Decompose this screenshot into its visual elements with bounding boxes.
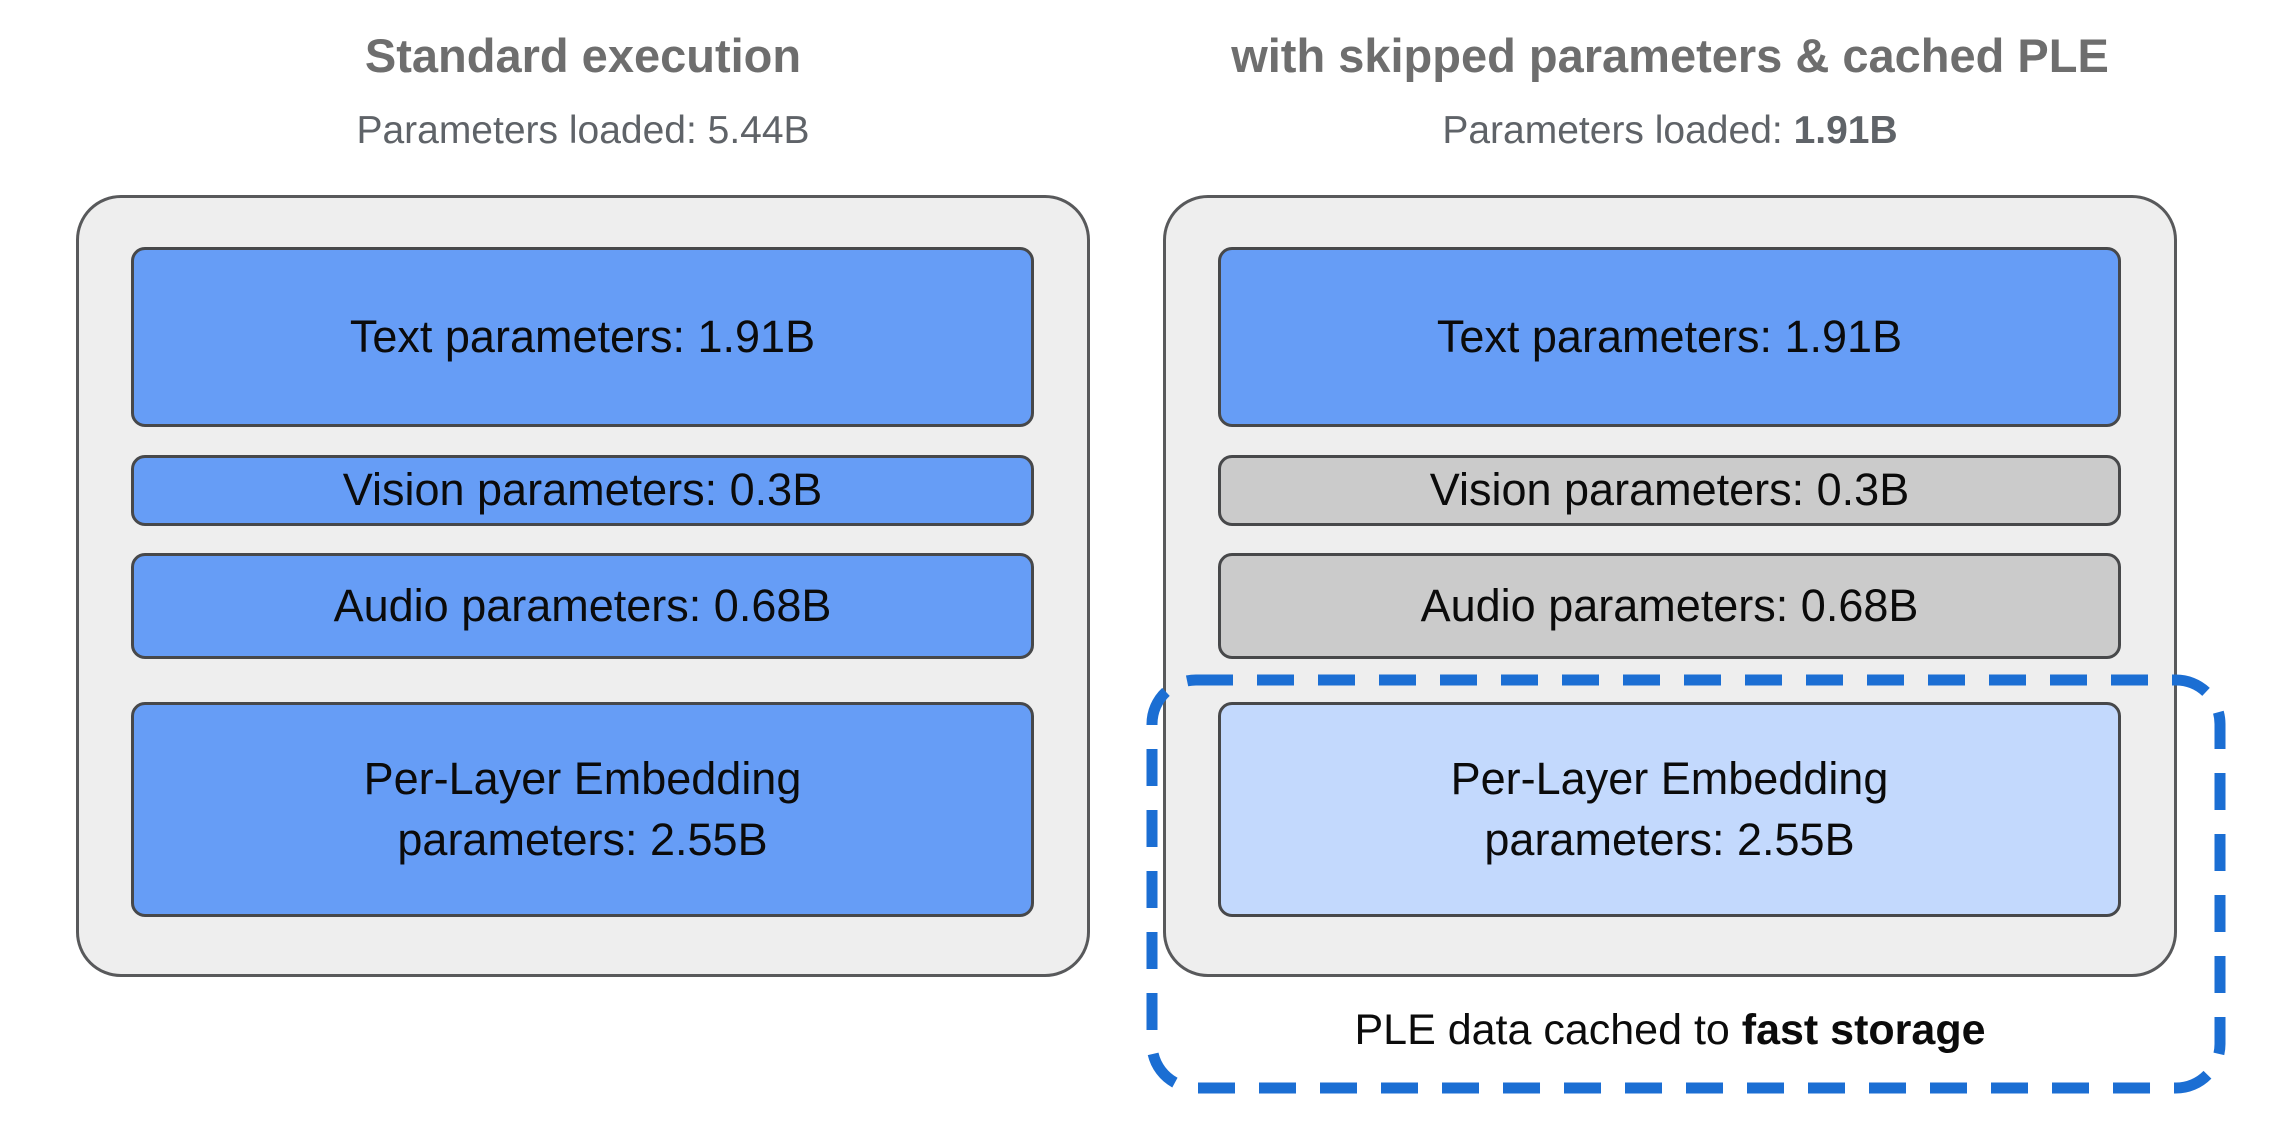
box-label: Audio parameters: 0.68B bbox=[1420, 579, 1919, 631]
box-label: Vision parameters: 0.3B bbox=[1429, 464, 1910, 516]
box-ple-params-standard: Per-Layer Embedding parameters: 2.55B bbox=[131, 702, 1034, 917]
box-vision-params-skipped: Vision parameters: 0.3B bbox=[1218, 455, 2121, 526]
box-label: Audio parameters: 0.68B bbox=[333, 579, 832, 631]
box-label: Text parameters: 1.91B bbox=[1436, 310, 1903, 362]
params-loaded-label: Parameters loaded: bbox=[1442, 109, 1794, 152]
params-loaded-value: 1.91B bbox=[1793, 109, 1898, 152]
ple-cache-caption-bold: fast storage bbox=[1741, 1006, 1986, 1054]
box-label: Per-Layer Embedding parameters: 2.55B bbox=[363, 752, 802, 865]
params-loaded-value: 5.44B bbox=[707, 109, 810, 152]
box-text-params-standard: Text parameters: 1.91B bbox=[131, 247, 1034, 427]
box-label: Per-Layer Embedding parameters: 2.55B bbox=[1450, 752, 1889, 865]
box-label: Vision parameters: 0.3B bbox=[342, 464, 823, 516]
box-vision-params-standard: Vision parameters: 0.3B bbox=[131, 455, 1034, 526]
panel-title-standard: Standard execution bbox=[364, 29, 802, 82]
box-audio-params-skipped: Audio parameters: 0.68B bbox=[1218, 553, 2121, 659]
params-loaded-cached: Parameters loaded: 1.91B bbox=[1163, 109, 2177, 153]
ple-cache-caption: PLE data cached to fast storage bbox=[1163, 1006, 2177, 1055]
params-loaded-label: Parameters loaded: bbox=[356, 109, 708, 152]
box-text-params-cached: Text parameters: 1.91B bbox=[1218, 247, 2121, 427]
box-label: Text parameters: 1.91B bbox=[349, 310, 816, 362]
ple-cache-caption-text: PLE data cached to bbox=[1354, 1006, 1742, 1054]
panel-title-cached: with skipped parameters & cached PLE bbox=[1231, 29, 2109, 82]
box-ple-params-cached: Per-Layer Embedding parameters: 2.55B bbox=[1218, 702, 2121, 917]
params-loaded-standard: Parameters loaded: 5.44B bbox=[76, 109, 1090, 153]
box-audio-params-standard: Audio parameters: 0.68B bbox=[131, 553, 1034, 659]
